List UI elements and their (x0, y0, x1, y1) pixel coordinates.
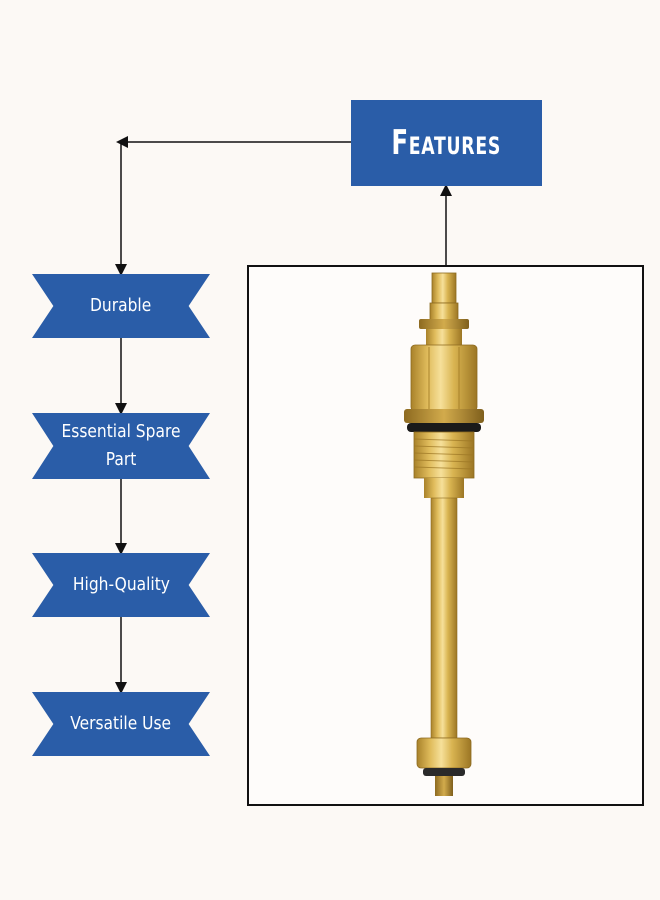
hex-nut (410, 344, 478, 412)
brass-faucet-spindle-icon (404, 272, 484, 796)
flange (404, 409, 484, 423)
feature-ribbon-versatile-use: Versatile Use (32, 692, 210, 756)
features-title: Features (391, 123, 502, 163)
feature-label: Durable (90, 295, 152, 316)
small-collar (419, 319, 469, 329)
bottom-collar (416, 737, 472, 769)
upper-body (426, 329, 462, 345)
features-title-box: Features (351, 100, 542, 186)
feature-ribbon-durable: Durable (32, 274, 210, 338)
feature-label: High-Quality (72, 574, 170, 595)
thread-lines (413, 438, 475, 470)
shoulder (424, 478, 464, 498)
spindle-top (431, 272, 457, 304)
feature-label: Versatile Use (70, 713, 172, 734)
bottom-tip (435, 776, 453, 796)
bottom-washer (423, 768, 465, 776)
shaft (430, 497, 458, 739)
feature-label: Essential Spare Part (61, 421, 181, 470)
feature-ribbon-high-quality: High-Quality (32, 553, 210, 617)
rubber-washer (407, 423, 481, 432)
product-photo-frame (247, 265, 644, 806)
feature-ribbon-essential-spare-part: Essential Spare Part (32, 413, 210, 479)
